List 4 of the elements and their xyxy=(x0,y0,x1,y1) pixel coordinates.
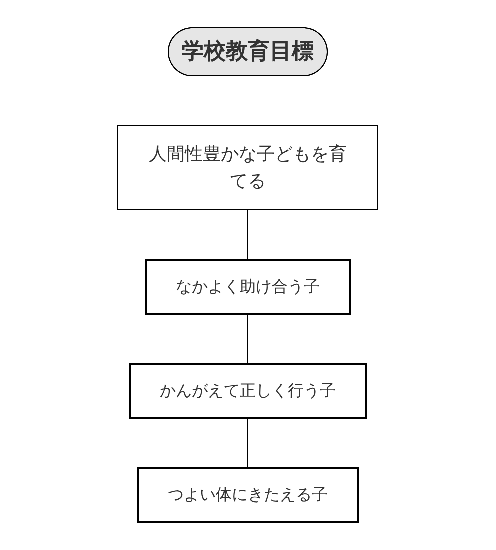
node-box: なかよく助け合う子 xyxy=(145,259,351,315)
node-box: 人間性豊かな子どもを育てる xyxy=(118,126,378,210)
node-box: かんがえて正しく行う子 xyxy=(129,363,367,419)
node-box: つよい体にきたえる子 xyxy=(137,467,359,523)
